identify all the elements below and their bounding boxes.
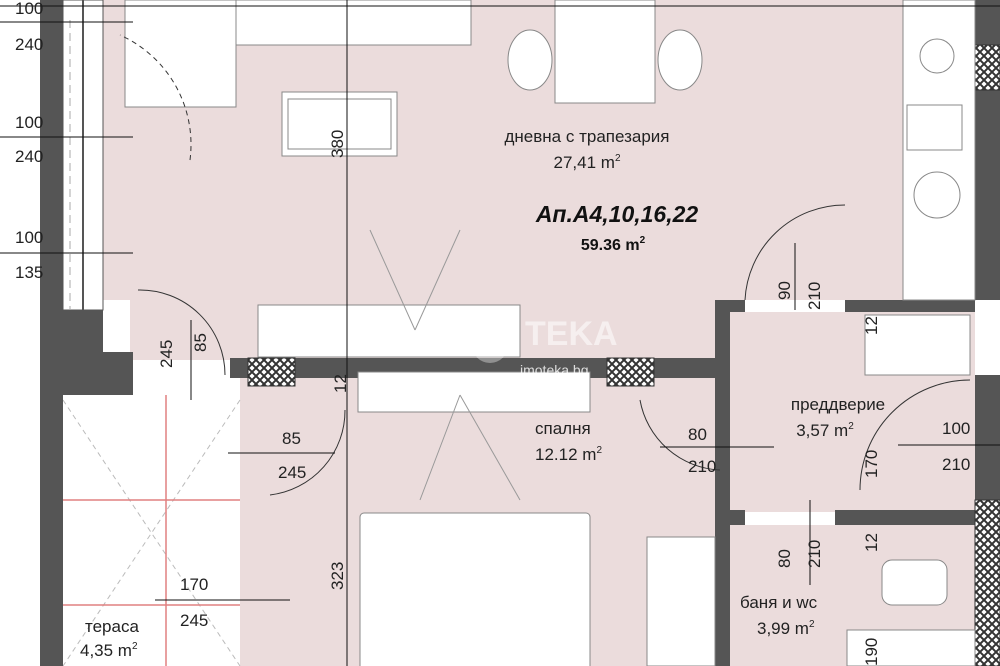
svg-text:100: 100 <box>15 113 43 132</box>
apartment-area: 59.36 m2 <box>581 235 646 254</box>
dimension-labels: 100 240 100 240 100 135 380 323 85 245 8… <box>15 0 970 666</box>
chair <box>507 29 553 91</box>
living-room-area-label: 27,41 m2 <box>554 153 621 172</box>
walls <box>40 0 1000 666</box>
toilet-icon <box>881 559 948 606</box>
hall-name: преддверие <box>791 395 885 414</box>
bathroom-area-label: 3,99 m2 <box>757 619 815 638</box>
apartment-label: Ап.А4,10,16,22 <box>535 201 699 227</box>
svg-text:210: 210 <box>805 282 824 310</box>
dining-table <box>554 0 656 104</box>
svg-text:100: 100 <box>15 0 43 18</box>
washer-icon <box>913 171 961 219</box>
sofa <box>235 0 472 46</box>
hall-wardrobe <box>864 314 971 376</box>
sink-icon <box>906 104 963 151</box>
svg-text:190: 190 <box>862 638 881 666</box>
svg-text:323: 323 <box>328 562 347 590</box>
hatched-columns <box>247 44 1000 666</box>
bedroom-area-label: 12.12 m2 <box>535 445 602 464</box>
svg-text:170: 170 <box>180 575 208 594</box>
svg-text:210: 210 <box>805 540 824 568</box>
sofa-chaise <box>124 0 237 108</box>
bedroom-name: спалня <box>535 419 591 438</box>
svg-text:245: 245 <box>157 340 176 368</box>
svg-text:12: 12 <box>862 316 881 335</box>
terrace-tiles <box>63 395 240 666</box>
bathroom-name: баня и wc <box>740 593 818 612</box>
svg-text:85: 85 <box>282 429 301 448</box>
svg-text:210: 210 <box>688 457 716 476</box>
terrace-area-label: 4,35 m2 <box>80 641 138 660</box>
wardrobe <box>257 304 521 358</box>
svg-text:12: 12 <box>331 374 350 393</box>
doors <box>119 34 971 496</box>
svg-text:12: 12 <box>862 533 881 552</box>
bed <box>359 512 591 666</box>
svg-text:80: 80 <box>775 549 794 568</box>
chair <box>657 29 703 91</box>
svg-text:100: 100 <box>15 228 43 247</box>
svg-text:240: 240 <box>15 147 43 166</box>
svg-text:380: 380 <box>328 130 347 158</box>
room-labels: дневна с трапезария 27,41 m2 Ап.А4,10,16… <box>80 127 885 660</box>
bedroom-wardrobe <box>646 536 716 666</box>
living-room-name: дневна с трапезария <box>505 127 670 146</box>
tv-unit <box>357 371 591 413</box>
furniture <box>124 0 976 666</box>
svg-text:240: 240 <box>15 35 43 54</box>
watermark: TEKA imoteka.bg <box>472 315 618 378</box>
svg-text:245: 245 <box>278 463 306 482</box>
svg-text:210: 210 <box>942 455 970 474</box>
hall-area-label: 3,57 m2 <box>796 421 854 440</box>
svg-text:85: 85 <box>191 333 210 352</box>
terrace-name: тераса <box>85 617 139 636</box>
svg-text:80: 80 <box>688 425 707 444</box>
bathtub-icon <box>846 629 976 666</box>
svg-text:TEKA: TEKA <box>525 315 618 353</box>
stove-icon <box>919 38 955 74</box>
svg-text:170: 170 <box>862 450 881 478</box>
svg-text:135: 135 <box>15 263 43 282</box>
svg-text:100: 100 <box>942 419 970 438</box>
svg-text:imoteka.bg: imoteka.bg <box>520 362 588 378</box>
svg-text:90: 90 <box>775 281 794 300</box>
svg-text:245: 245 <box>180 611 208 630</box>
